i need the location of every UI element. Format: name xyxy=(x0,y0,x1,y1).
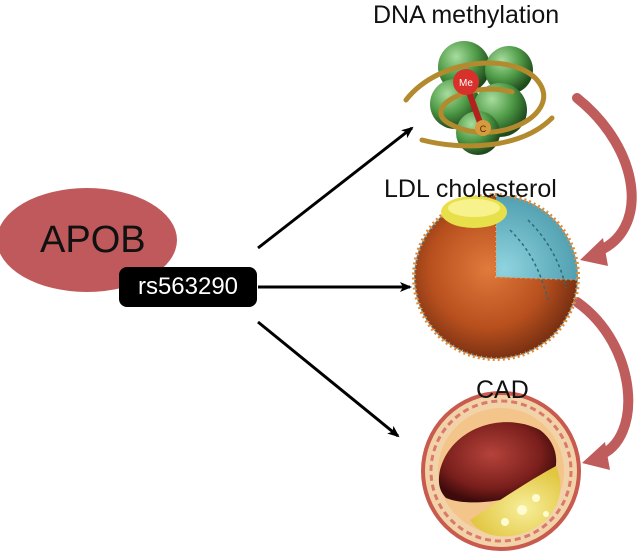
c-mark: C xyxy=(480,124,487,134)
arrow-snp-to-cad xyxy=(257,320,400,438)
dna-methylation-label: DNA methylation xyxy=(373,1,560,29)
curved-arrow-ldl-to-cad xyxy=(572,297,634,470)
me-mark: Me xyxy=(459,78,473,89)
artery-cross-section-image xyxy=(421,391,581,551)
snp-badge: rs563290 xyxy=(119,267,257,307)
curved-arrow-methylation-to-ldl xyxy=(572,93,637,266)
arrow-snp-to-dna-methylation xyxy=(257,126,414,250)
nucleosome-image: Me C xyxy=(403,41,555,155)
apob-ellipse xyxy=(0,188,177,292)
cad-label: CAD xyxy=(476,376,529,404)
ldl-cholesterol-label: LDL cholesterol xyxy=(384,175,557,203)
gene-label: APOB xyxy=(40,219,146,261)
ldl-particle-image xyxy=(412,193,580,361)
